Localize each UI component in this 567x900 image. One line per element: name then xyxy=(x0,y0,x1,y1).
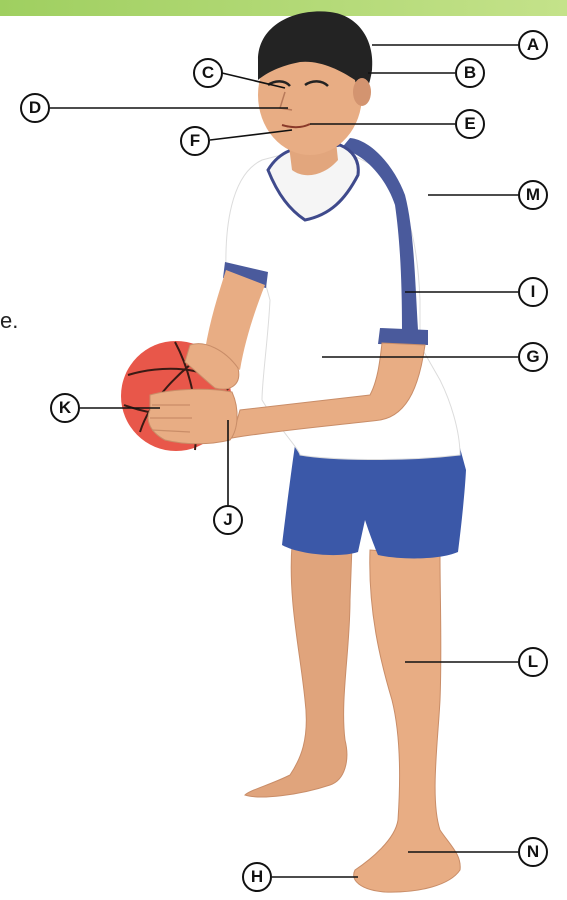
right-sleeve-trim xyxy=(378,328,428,345)
label-h: H xyxy=(242,862,272,892)
label-f: F xyxy=(180,126,210,156)
ear xyxy=(353,78,371,106)
label-n: N xyxy=(518,837,548,867)
label-m: M xyxy=(518,180,548,210)
label-c: C xyxy=(193,58,223,88)
label-l: L xyxy=(518,647,548,677)
label-k: K xyxy=(50,393,80,423)
shorts xyxy=(282,445,466,558)
left-leg xyxy=(245,545,352,797)
label-i: I xyxy=(518,277,548,307)
hand-front xyxy=(148,389,237,443)
label-g: G xyxy=(518,342,548,372)
label-d: D xyxy=(20,93,50,123)
label-j: J xyxy=(213,505,243,535)
label-b: B xyxy=(455,58,485,88)
label-a: A xyxy=(518,30,548,60)
right-leg xyxy=(354,550,460,892)
label-e: E xyxy=(455,109,485,139)
